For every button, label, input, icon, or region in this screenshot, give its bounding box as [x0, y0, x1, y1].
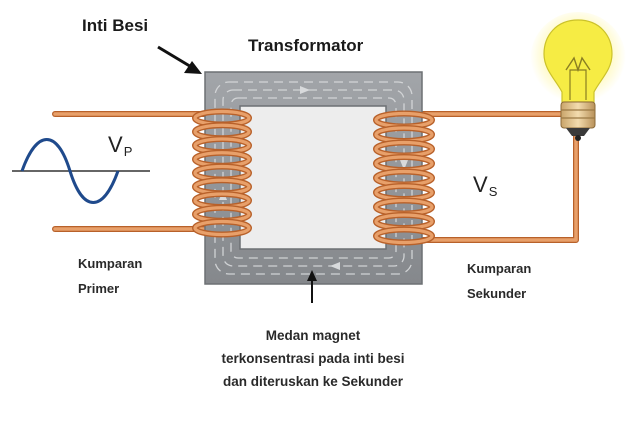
- coil-turn: [374, 227, 434, 245]
- secondary-coil-label: Kumparan Sekunder: [467, 261, 532, 301]
- coil-turn: [193, 219, 251, 237]
- primary-wires: [52, 111, 213, 232]
- diagram-title: Transformator: [248, 36, 364, 55]
- flux-caption: Medan magnet terkonsentrasi pada inti be…: [221, 328, 405, 389]
- primary-coil: [192, 108, 252, 238]
- flux-pointer-arrow: [307, 270, 317, 303]
- light-bulb-icon: [530, 12, 626, 141]
- core-pointer-arrow: [157, 45, 202, 74]
- primary-voltage-label: VP: [108, 132, 133, 159]
- secondary-voltage-label: VS: [473, 172, 498, 199]
- sine-wave-icon: [12, 138, 150, 204]
- secondary-coil: [373, 110, 435, 246]
- primary-coil-label: Kumparan Primer: [78, 256, 143, 296]
- core-label: Inti Besi: [82, 16, 149, 35]
- secondary-wires: [420, 111, 579, 243]
